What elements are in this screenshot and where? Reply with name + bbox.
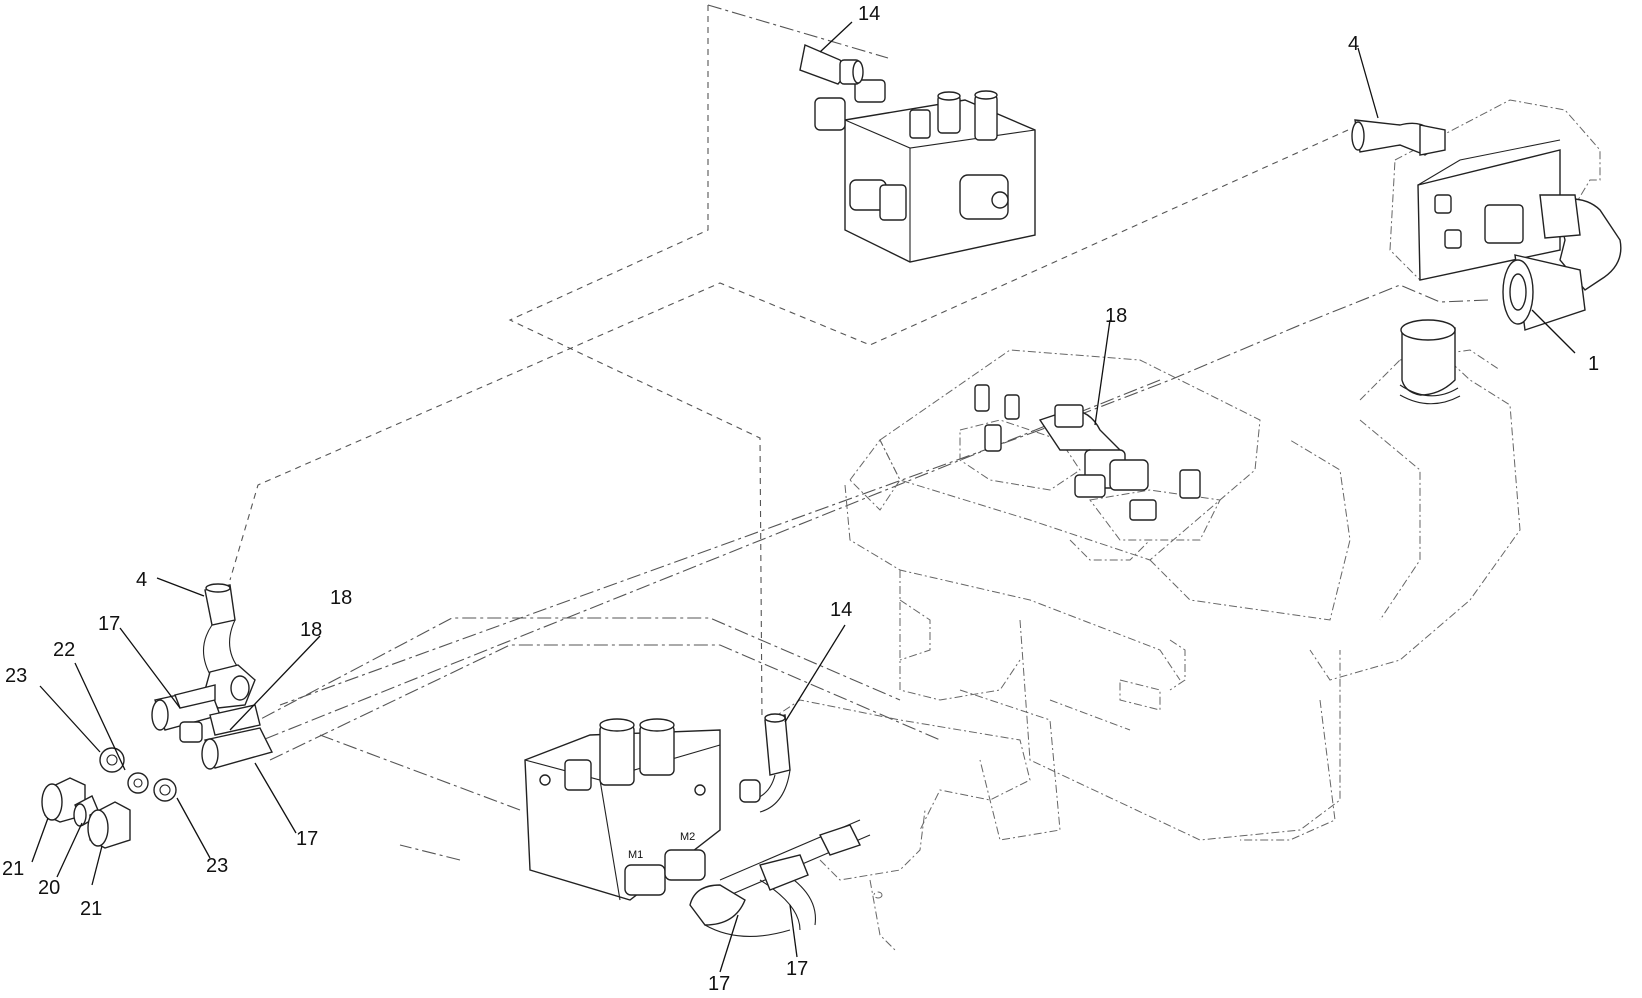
callout-23-left: 23 (5, 665, 27, 687)
reservoir-cap (1399, 319, 1461, 405)
hose-fitting-14 (739, 713, 791, 813)
callout-22: 22 (53, 639, 75, 661)
callout-21-left: 21 (2, 858, 24, 880)
frame-fittings (974, 384, 1201, 521)
callout-17-upleft: 17 (98, 613, 120, 635)
upper-valve-block (799, 44, 1036, 263)
callout-14-top: 14 (858, 3, 880, 25)
port-label-m1: M1 (628, 849, 643, 861)
callout-14-mid: 14 (830, 599, 852, 621)
leader-lines (31, 21, 1576, 973)
callout-labels: 14 4 18 1 4 18 18 17 22 23 14 17 23 21 2… (2, 3, 1599, 995)
callout-1: 1 (1588, 353, 1599, 375)
left-fitting-4 (202, 583, 256, 709)
lower-valve-block: M1 M2 (524, 718, 721, 901)
phantom-lines (229, 4, 1489, 861)
frame-ghost (769, 349, 1521, 951)
callout-4-top: 4 (1348, 33, 1359, 55)
callout-20: 20 (38, 877, 60, 899)
callout-18-mid: 18 (300, 619, 322, 641)
lower-hoses-17 (689, 819, 871, 937)
callout-18-free: 18 (330, 587, 352, 609)
callout-17-bottom-b: 17 (786, 958, 808, 980)
callout-17-right: 17 (296, 828, 318, 850)
left-fittings (41, 684, 274, 849)
callout-21-low: 21 (80, 898, 102, 920)
callout-18-top: 18 (1105, 305, 1127, 327)
callout-17-bottom-a: 17 (708, 973, 730, 995)
callout-4-left: 4 (136, 569, 147, 591)
callout-23-low: 23 (206, 855, 228, 877)
upper-motor (1351, 99, 1622, 331)
port-label-m2: M2 (680, 831, 695, 843)
